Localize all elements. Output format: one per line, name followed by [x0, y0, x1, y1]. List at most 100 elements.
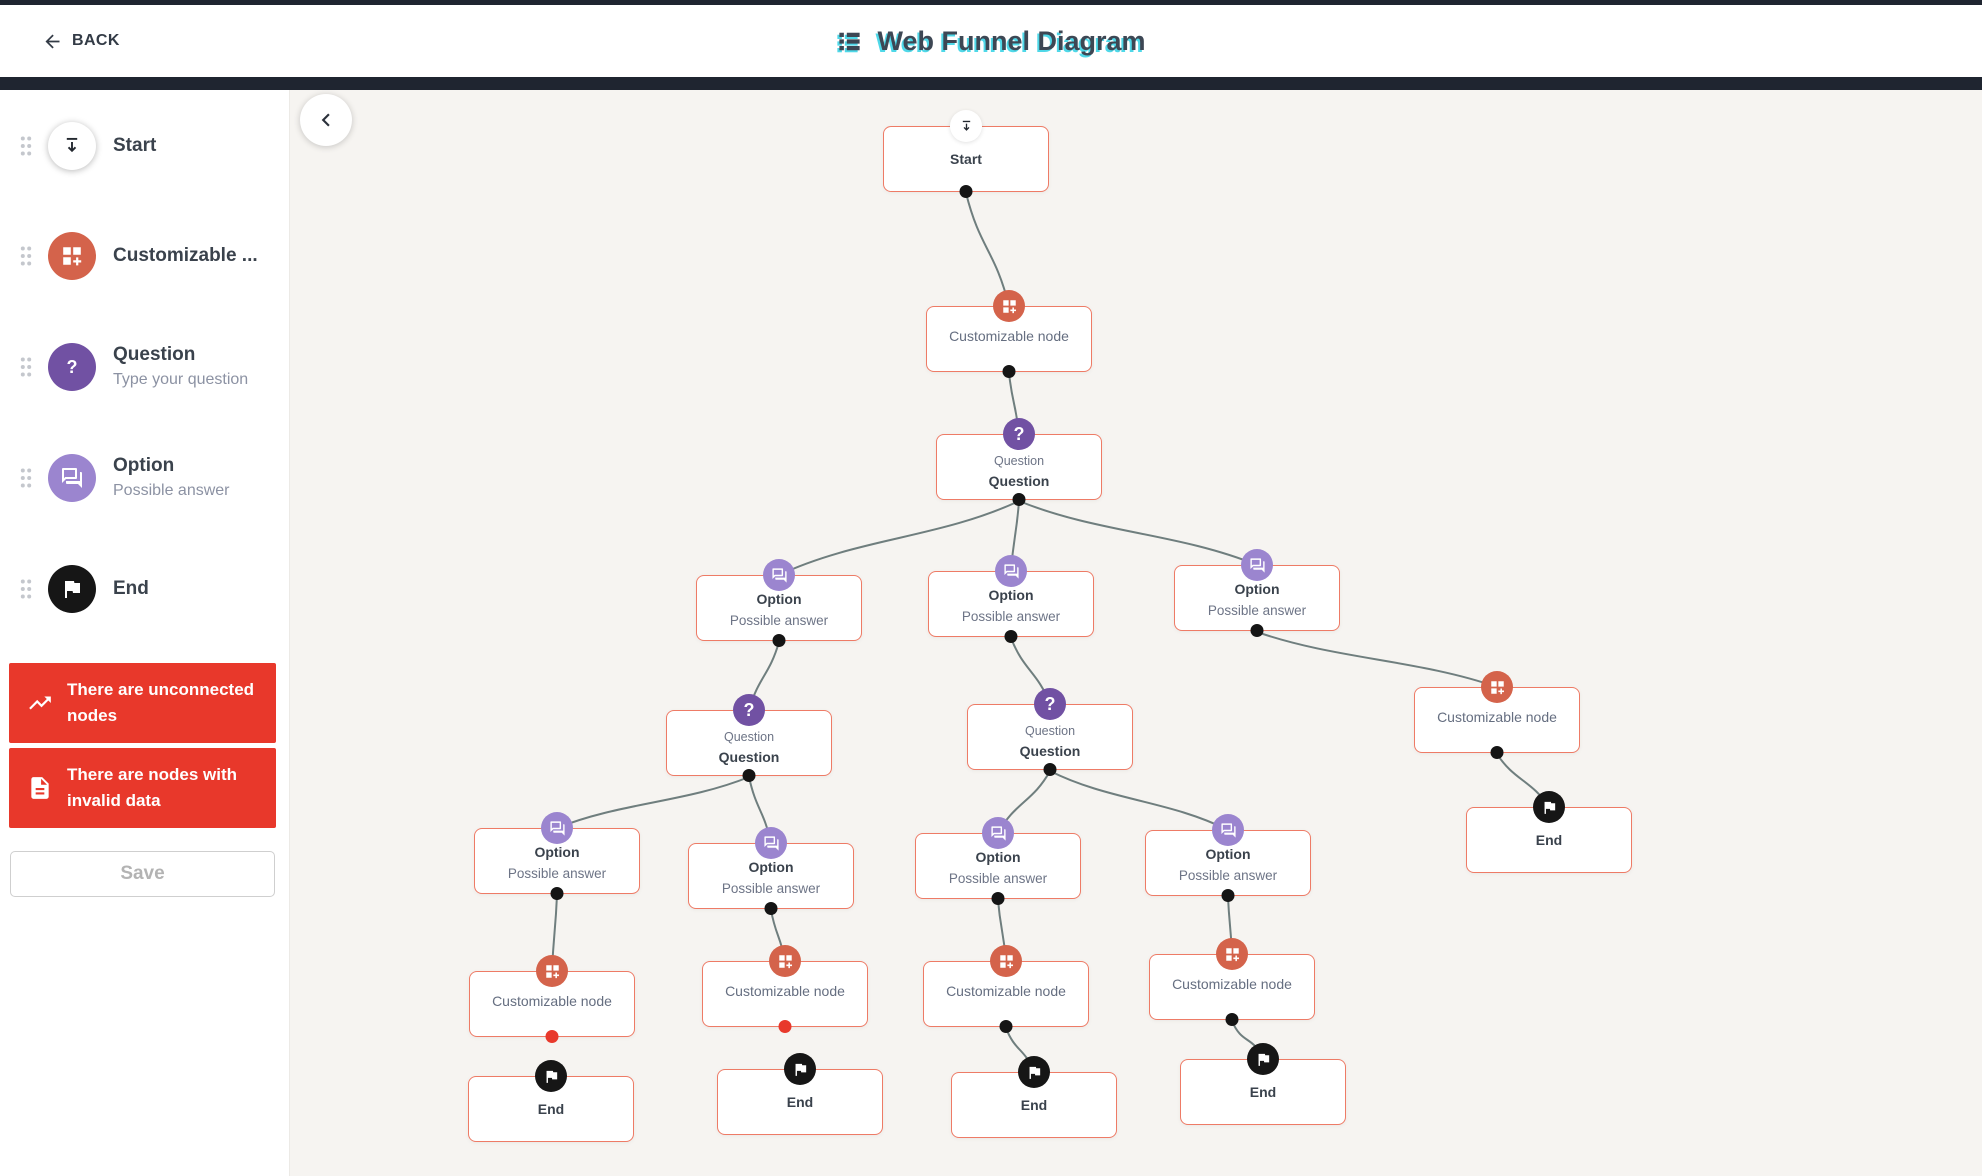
palette-text: End	[113, 577, 149, 601]
flag-icon	[543, 1068, 560, 1085]
dashboard-customize-icon	[1001, 298, 1018, 315]
flow-node-end[interactable]: End	[951, 1056, 1117, 1138]
drag-handle-icon[interactable]	[19, 578, 33, 600]
node-badge	[755, 827, 787, 859]
drag-handle-icon[interactable]	[19, 467, 33, 489]
collapse-sidebar-button[interactable]	[300, 94, 352, 146]
drag-handle-icon[interactable]	[19, 356, 33, 378]
connection-port[interactable]	[1002, 365, 1016, 378]
connection-port[interactable]	[1225, 1013, 1239, 1026]
chat-icon	[771, 567, 788, 584]
connection-port[interactable]	[764, 902, 778, 915]
connection-port[interactable]	[550, 887, 564, 900]
flow-node-customizable[interactable]: Customizable node	[702, 945, 868, 1033]
flow-node-end[interactable]: End	[1180, 1043, 1346, 1125]
node-badge	[1481, 671, 1513, 703]
node-type-label: Question	[723, 730, 775, 745]
connection-port[interactable]	[1004, 630, 1018, 643]
flow-node-end[interactable]: End	[468, 1060, 634, 1142]
flag-icon	[1026, 1064, 1043, 1081]
back-label: BACK	[72, 32, 120, 49]
node-badge	[1241, 549, 1273, 581]
question-mark-icon: ?	[1044, 693, 1056, 714]
app-header: BACK Web Funnel Diagram	[0, 5, 1982, 77]
dashboard-customize-icon	[777, 953, 794, 970]
connection-port[interactable]	[742, 769, 756, 782]
node-label: Customizable node	[1437, 709, 1557, 725]
arrow-bar-down-icon	[958, 118, 975, 135]
node-title: Option	[988, 586, 1034, 603]
node-title: End	[786, 1093, 814, 1110]
node-title: Option	[1205, 845, 1251, 862]
node-title: Option	[756, 590, 802, 607]
palette-item-end[interactable]: End	[19, 557, 279, 621]
palette-item-start[interactable]: Start	[19, 114, 279, 178]
dashboard-customize-icon	[1224, 946, 1241, 963]
flow-node-customizable[interactable]: Customizable node	[469, 955, 635, 1043]
connection-port[interactable]	[1250, 624, 1264, 637]
palette-item-sublabel: Possible answer	[113, 481, 230, 499]
node-subtitle: Possible answer	[1178, 868, 1278, 884]
top-strip	[0, 0, 1982, 5]
connection-port[interactable]	[1221, 889, 1235, 902]
flow-node-customizable[interactable]: Customizable node	[926, 290, 1092, 378]
node-subtitle: Possible answer	[721, 881, 821, 897]
node-subtitle: Possible answer	[1207, 603, 1307, 619]
connection-port[interactable]	[1012, 493, 1026, 506]
node-badge	[1216, 938, 1248, 970]
connection-port[interactable]	[772, 634, 786, 647]
node-badge	[541, 812, 573, 844]
palette-circle-end	[48, 565, 96, 613]
drag-handle-icon[interactable]	[19, 245, 33, 267]
save-button[interactable]: Save	[10, 851, 275, 897]
flow-node-start[interactable]: Start	[883, 110, 1049, 198]
node-badge: ?	[1034, 688, 1066, 720]
flag-icon	[60, 577, 84, 601]
flow-node-customizable[interactable]: Customizable node	[1414, 671, 1580, 759]
warning-text: There are unconnected nodes	[67, 680, 255, 725]
connection-port[interactable]	[545, 1030, 559, 1043]
flag-icon	[792, 1061, 809, 1078]
node-title: End	[1020, 1096, 1048, 1113]
flow-node-end[interactable]: End	[1466, 791, 1632, 873]
node-badge	[536, 955, 568, 987]
chevron-left-icon	[313, 107, 339, 133]
question-mark-icon: ?	[66, 356, 78, 377]
connection-port[interactable]	[1043, 763, 1057, 776]
node-badge	[1018, 1056, 1050, 1088]
connection-port[interactable]	[778, 1020, 792, 1033]
flag-icon	[1541, 799, 1558, 816]
question-mark-icon: ?	[743, 699, 755, 720]
arrow-left-icon	[42, 31, 63, 52]
connection-port[interactable]	[999, 1020, 1013, 1033]
back-button[interactable]: BACK	[42, 5, 120, 77]
header-strip	[0, 77, 1982, 90]
flow-node-customizable[interactable]: Customizable node	[923, 945, 1089, 1033]
connection-port[interactable]	[959, 185, 973, 198]
connection-port[interactable]	[991, 892, 1005, 905]
drag-handle-icon[interactable]	[19, 135, 33, 157]
node-badge	[769, 945, 801, 977]
node-badge	[1247, 1043, 1279, 1075]
connection-port[interactable]	[1490, 746, 1504, 759]
node-label: Customizable node	[492, 993, 612, 1009]
palette-item-sublabel: Type your question	[113, 370, 249, 388]
flow-node-end[interactable]: End	[717, 1053, 883, 1135]
flow-node-customizable[interactable]: Customizable node	[1149, 938, 1315, 1026]
node-subtitle: Possible answer	[961, 609, 1061, 625]
palette-item-customizable[interactable]: Customizable ...	[19, 224, 279, 288]
node-badge	[990, 945, 1022, 977]
